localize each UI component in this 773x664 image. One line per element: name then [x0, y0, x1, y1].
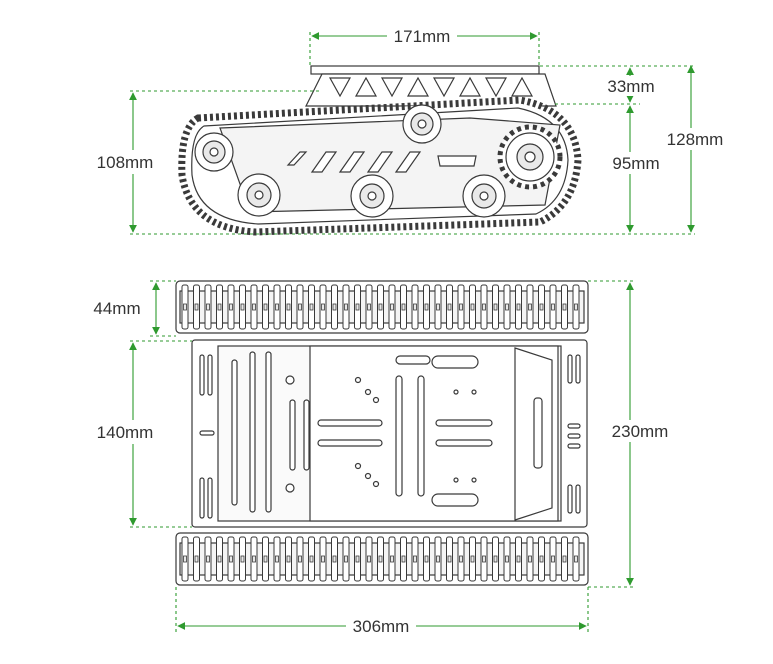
- track-tread-pin: [183, 555, 187, 563]
- track-tread-pin: [367, 555, 371, 563]
- track-tread-pin: [574, 303, 578, 311]
- track-tread-pin: [332, 303, 337, 311]
- drive-sprocket: [497, 124, 563, 190]
- front-idler-wheel: [194, 132, 234, 172]
- track-tread-pin: [470, 555, 475, 563]
- track-tread-pin: [516, 303, 521, 311]
- track-tread-pin: [551, 555, 555, 563]
- track-tread-pin: [493, 303, 498, 311]
- track-tread-pin: [321, 555, 325, 563]
- track-tread-pin: [263, 555, 268, 563]
- track-tread-pin: [528, 555, 532, 563]
- track-tread-pin: [229, 555, 233, 563]
- track-tread-pin: [390, 303, 394, 311]
- top-view: [175, 280, 589, 586]
- road-wheel-2: [350, 174, 394, 218]
- track-tread-pin: [344, 555, 348, 563]
- top-track-lower: [175, 532, 589, 586]
- side-slots: [286, 151, 477, 173]
- track-tread-pin: [562, 303, 567, 311]
- track-tread-pin: [217, 555, 222, 563]
- track-tread-pin: [401, 555, 406, 563]
- top-plate: [310, 65, 540, 75]
- track-tread-pin: [275, 555, 279, 563]
- track-tread-pin: [298, 303, 302, 311]
- track-tread-pin: [482, 555, 486, 563]
- track-tread-pin: [413, 555, 417, 563]
- track-tread-pin: [413, 303, 417, 311]
- track-tread-pin: [252, 555, 256, 563]
- track-tread-pin: [482, 303, 486, 311]
- dim-total-width: 230mm: [612, 422, 669, 441]
- track-tread-pin: [390, 555, 394, 563]
- track-tread-pin: [505, 555, 509, 563]
- dim-top-width: 171mm: [394, 27, 451, 46]
- track-tread-pin: [367, 303, 371, 311]
- track-tread-pin: [286, 303, 291, 311]
- track-tread-pin: [401, 303, 406, 311]
- dim-track-height: 108mm: [97, 153, 154, 172]
- road-wheel-1: [237, 173, 281, 217]
- track-tread-pin: [378, 555, 383, 563]
- track-tread-pin: [459, 303, 463, 311]
- track-tread-pin: [206, 303, 210, 311]
- dim-total-length: 306mm: [353, 617, 410, 636]
- track-tread-pin: [378, 303, 383, 311]
- track-tread-pin: [539, 303, 544, 311]
- track-tread-pin: [424, 303, 429, 311]
- track-tread-pin: [286, 555, 291, 563]
- track-tread-pin: [516, 555, 521, 563]
- track-tread-pin: [309, 303, 314, 311]
- label-backgrounds: [86, 26, 729, 636]
- top-track-upper: [175, 280, 589, 334]
- road-wheel-3: [462, 174, 506, 218]
- track-tread-pin: [229, 303, 233, 311]
- dim-top-height: 33mm: [607, 77, 654, 96]
- track-tread-pin: [206, 555, 210, 563]
- track-tread-pin: [528, 303, 532, 311]
- track-tread-pin: [194, 555, 199, 563]
- track-tread-pin: [275, 303, 279, 311]
- track-tread-pin: [183, 303, 187, 311]
- track-tread-pin: [194, 303, 199, 311]
- track-tread-pin: [562, 555, 567, 563]
- track-tread-pin: [459, 555, 463, 563]
- track-tread-pin: [344, 303, 348, 311]
- track-tread-pin: [240, 303, 245, 311]
- track-tread-pin: [309, 555, 314, 563]
- track-tread-pin: [298, 555, 302, 563]
- track-tread-pin: [321, 303, 325, 311]
- track-tread-pin: [252, 303, 256, 311]
- track-tread-pin: [263, 303, 268, 311]
- dim-total-height: 128mm: [667, 130, 724, 149]
- dim-track-width: 44mm: [93, 299, 140, 318]
- track-tread-pin: [240, 555, 245, 563]
- dim-body-height: 95mm: [612, 154, 659, 173]
- track-tread-pin: [436, 555, 440, 563]
- track-tread-pin: [355, 555, 360, 563]
- dim-chassis-width: 140mm: [97, 423, 154, 442]
- top-chassis: [191, 339, 588, 528]
- track-tread-pin: [470, 303, 475, 311]
- track-tread-pin: [505, 303, 509, 311]
- track-tread-pin: [355, 303, 360, 311]
- track-tread-pin: [574, 555, 578, 563]
- track-tread-pin: [447, 303, 452, 311]
- track-tread-pin: [447, 555, 452, 563]
- track-tread-pin: [539, 555, 544, 563]
- top-truss: [305, 73, 557, 107]
- side-view: [178, 65, 582, 236]
- track-tread-pin: [332, 555, 337, 563]
- track-tread-pin: [217, 303, 222, 311]
- track-tread-pin: [436, 303, 440, 311]
- track-tread-pin: [424, 555, 429, 563]
- upper-wheel: [402, 104, 442, 144]
- dimension-labels: 171mm 33mm 95mm 128mm 108mm 44mm 140mm 2…: [93, 27, 723, 636]
- track-tread-pin: [493, 555, 498, 563]
- track-tread-pin: [551, 303, 555, 311]
